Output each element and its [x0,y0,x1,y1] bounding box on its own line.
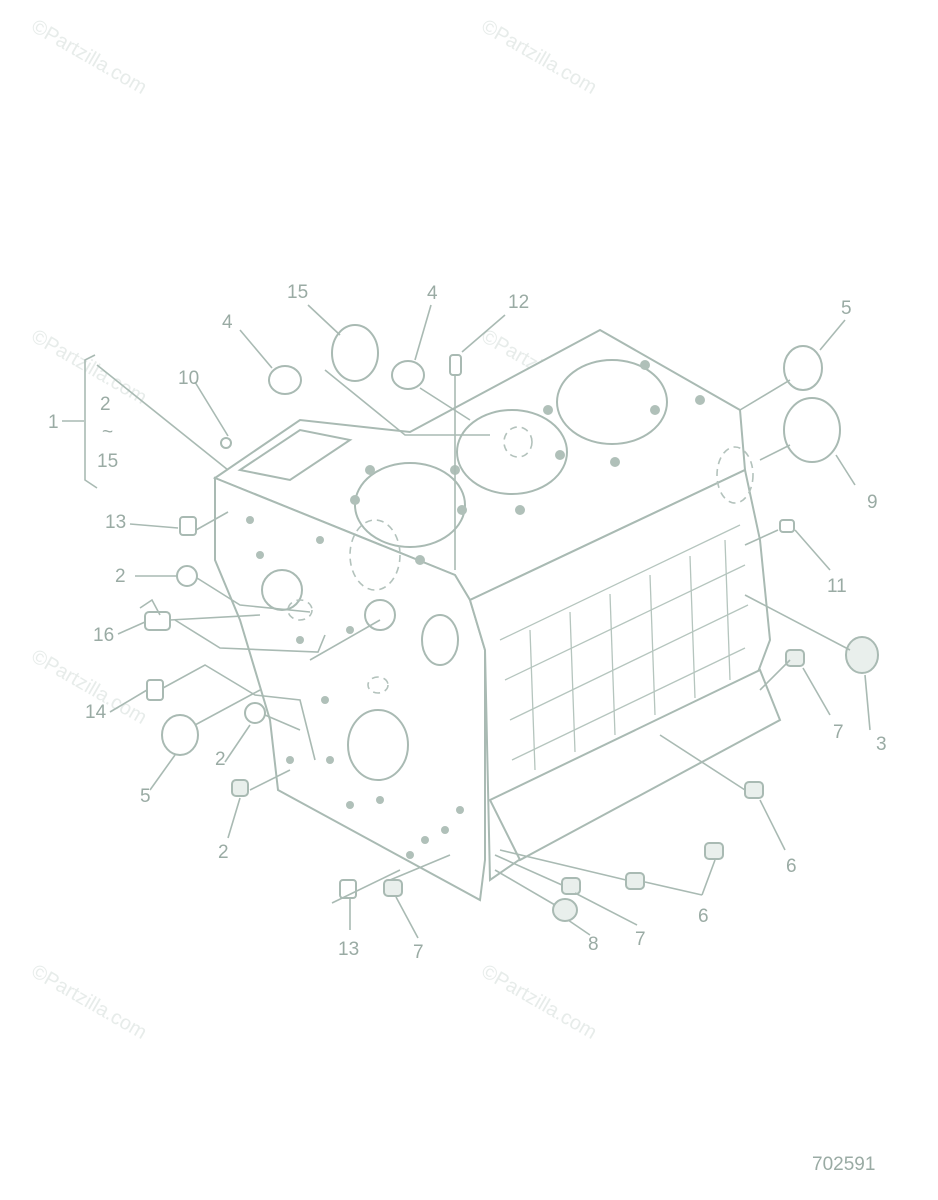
callout-2: 2 [218,842,229,863]
callout-1: 1 [48,412,59,433]
pin-10 [220,437,232,449]
pin-14 [146,679,164,701]
callout-13: 13 [338,939,359,960]
callout-7: 7 [413,942,424,963]
callout-6: 6 [698,906,709,927]
callout-2: 2 [115,566,126,587]
callout-12: 12 [508,292,529,313]
plug-5-upper [783,345,823,391]
plug-7-left [383,879,403,897]
plug-8 [552,898,578,922]
parts [139,324,879,922]
plug-6-upper [744,781,764,799]
cylinder-block [212,328,782,902]
callout-13: 13 [105,512,126,533]
hidden-bore-right [716,446,754,504]
block-side-ribs [499,524,749,771]
callout-7: 7 [833,722,844,743]
hidden-bore-left [349,519,401,591]
front-bore-right [421,614,459,666]
plug-6-lower [704,842,724,860]
callout-9: 9 [867,492,878,513]
callout-2: 2 [215,749,226,770]
callout-5: 5 [140,786,151,807]
callout-14: 14 [85,702,107,723]
callout-10: 10 [178,368,199,389]
cylinder-bore-2 [456,409,568,495]
callout-8: 8 [588,934,599,955]
plug-15 [331,324,379,382]
watermark: ©Partzilla.com [28,960,151,1044]
callout-tilde: ~ [102,422,113,443]
plug-2-upper [176,565,198,587]
plug-2-lower [231,779,249,797]
plug-6-mid [625,872,645,890]
front-bore-upper [261,569,303,611]
plug-7-right [785,649,805,667]
callout-labels: 1 2 ~ 15 15 4 4 12 5 9 10 13 11 2 16 14 … [48,282,887,963]
figure-number: 702591 [812,1154,875,1175]
callout-2: 2 [100,394,111,415]
callout-4: 4 [427,283,438,304]
leader-lines [62,304,871,939]
front-bore-lower [347,709,409,781]
callout-3: 3 [876,734,887,755]
pin-11 [779,519,795,533]
plug-2-middle [244,702,266,724]
callout-16: 16 [93,625,114,646]
watermark: ©Partzilla.com [478,960,601,1044]
block-lower-flange [488,668,782,862]
plug-7-mid [561,877,581,895]
cylinder-bore-3 [556,359,668,445]
watermark: ©Partzilla.com [478,15,601,99]
callout-11: 11 [827,576,847,597]
callout-15: 15 [287,282,308,303]
callout-4: 4 [222,312,233,333]
callout-5: 5 [841,298,852,319]
oil-switch-16 [139,598,171,631]
plug-5-lower [161,714,199,756]
block-top-plate [237,428,353,482]
hidden-bore-front [287,599,313,621]
callout-6: 6 [786,856,797,877]
pin-13-upper [179,516,197,536]
watermark: ©Partzilla.com [28,15,151,99]
callout-15: 15 [97,451,118,472]
hidden-bore-top [503,426,533,458]
front-holes [246,516,464,859]
cylinder-bore-1 [354,462,466,548]
sleeve-3 [845,636,879,674]
plug-4-right [391,360,425,390]
plug-9 [783,397,841,463]
watermark: ©Partzilla.com [28,325,151,409]
hidden-bore-lower [367,676,389,694]
callout-7: 7 [635,929,646,950]
dowel-pin-12 [449,354,462,376]
front-bore-middle [364,599,396,631]
deck-holes [350,360,705,565]
plug-4-left [268,365,302,395]
